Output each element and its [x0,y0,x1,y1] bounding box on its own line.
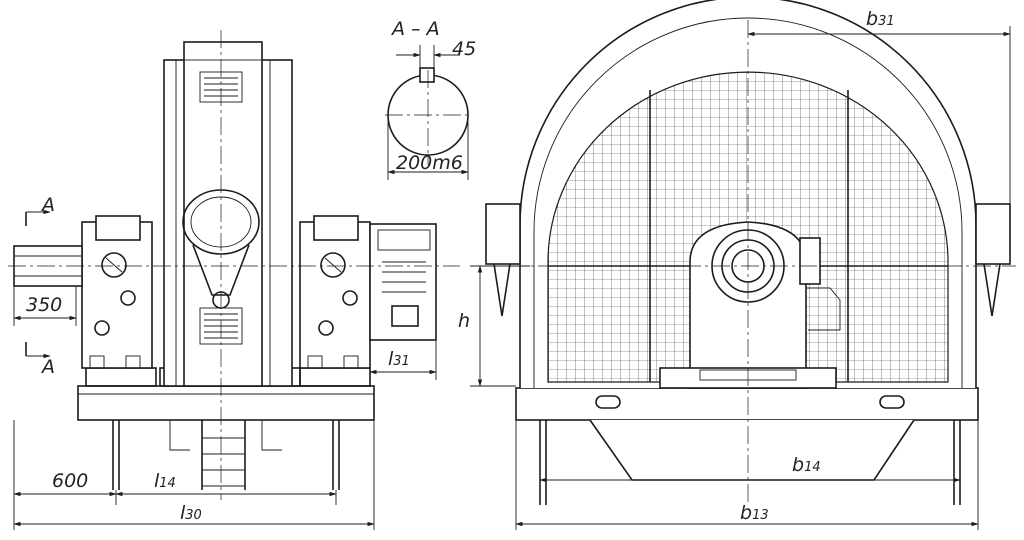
dim-600: 600 [52,470,89,492]
dim-b31: b31 [866,8,895,30]
dim-l14: l14 [154,470,176,492]
dim-shaft-extension: 350 [26,294,63,316]
dim-l31: l31 [388,348,410,370]
section-mark-a-top: A [42,194,55,216]
right-view-motor-end [470,0,1016,530]
section-mark-a-bottom: A [42,356,55,378]
dim-b13: b13 [740,502,769,524]
left-bearing-pedestal [81,215,153,369]
dim-b14: b14 [792,454,821,476]
dim-l30: l30 [180,502,202,524]
dim-h: h [458,310,471,332]
shaft-diameter-dim: 200m6 [396,152,463,174]
left-view-motor-assembly [8,30,460,530]
brake-unit [369,223,437,341]
right-bearing-pedestal [299,215,371,369]
section-a-a [385,45,472,180]
section-title: A – A [392,18,440,40]
section-width-dim: 45 [452,38,477,60]
